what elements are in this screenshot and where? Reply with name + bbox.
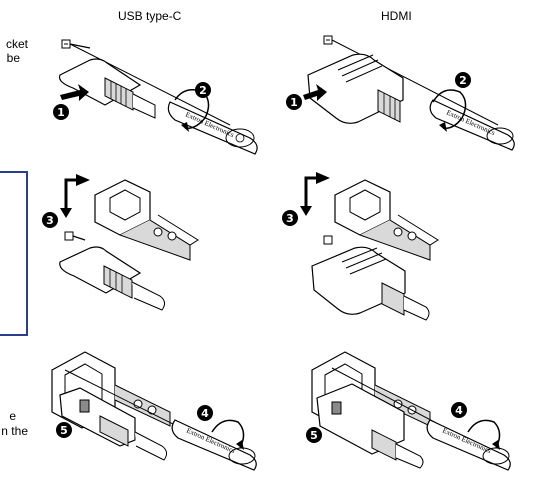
screw-icon bbox=[65, 232, 85, 240]
step-4-badge: 4 bbox=[451, 402, 467, 418]
cable-clip-icon bbox=[332, 402, 341, 414]
bracket-icon bbox=[95, 180, 198, 260]
svg-text:4: 4 bbox=[455, 404, 463, 417]
tool-handle-icon: Extron Electronics bbox=[168, 102, 257, 154]
svg-text:5: 5 bbox=[60, 424, 68, 437]
step-2-badge: 2 bbox=[455, 72, 471, 88]
svg-text:3: 3 bbox=[46, 214, 54, 227]
usb-c-connector-icon bbox=[60, 247, 165, 310]
screw-icon bbox=[324, 36, 332, 44]
usb-c-connector-icon bbox=[60, 59, 155, 118]
note-box-edge bbox=[0, 171, 28, 336]
svg-text:2: 2 bbox=[459, 74, 467, 87]
svg-text:5: 5 bbox=[310, 429, 318, 442]
column-title-usb-c: USB type-C bbox=[118, 9, 181, 23]
clipped-text-line: be bbox=[0, 51, 20, 65]
step-2-badge: 2 bbox=[195, 82, 211, 98]
svg-text:1: 1 bbox=[57, 106, 65, 119]
step-3-badge: 3 bbox=[282, 210, 298, 226]
svg-text:2: 2 bbox=[199, 84, 207, 97]
step-5-badge: 5 bbox=[56, 422, 72, 438]
svg-text:3: 3 bbox=[286, 212, 294, 225]
clipped-text-line: n the bbox=[0, 424, 28, 438]
hdmi-connector-icon bbox=[317, 384, 423, 468]
step-1-badge: 1 bbox=[53, 104, 69, 120]
svg-text:4: 4 bbox=[201, 407, 209, 420]
usb-c-step-1-2-illustration: Extron Electronics 1 2 bbox=[45, 30, 275, 160]
step-5-badge: 5 bbox=[306, 427, 322, 443]
hdmi-step-4-5-illustration: Extron Electronics 4 5 bbox=[292, 340, 530, 490]
usb-c-step-3-illustration: 3 bbox=[40, 170, 270, 330]
down-arrow-icon bbox=[60, 174, 90, 218]
usb-c-step-4-5-illustration: Extron Electronics 4 5 bbox=[40, 340, 275, 490]
svg-text:1: 1 bbox=[290, 96, 298, 109]
hdmi-step-1-2-illustration: Extron Electronics 1 2 bbox=[278, 30, 528, 160]
column-title-hdmi: HDMI bbox=[381, 9, 412, 23]
screw-icon bbox=[324, 236, 332, 244]
tool-handle-icon: Extron Electronics bbox=[172, 420, 256, 470]
clipped-text-line: cket bbox=[0, 37, 28, 51]
hdmi-step-3-illustration: 3 bbox=[280, 170, 530, 330]
bracket-icon bbox=[335, 180, 438, 260]
step-3-badge: 3 bbox=[42, 212, 58, 228]
clipped-text-line: e bbox=[0, 409, 16, 423]
hdmi-connector-icon bbox=[312, 247, 429, 320]
step-1-badge: 1 bbox=[286, 94, 302, 110]
step-4-badge: 4 bbox=[197, 405, 213, 421]
down-arrow-icon bbox=[300, 172, 330, 216]
cable-clip-icon bbox=[80, 400, 89, 412]
